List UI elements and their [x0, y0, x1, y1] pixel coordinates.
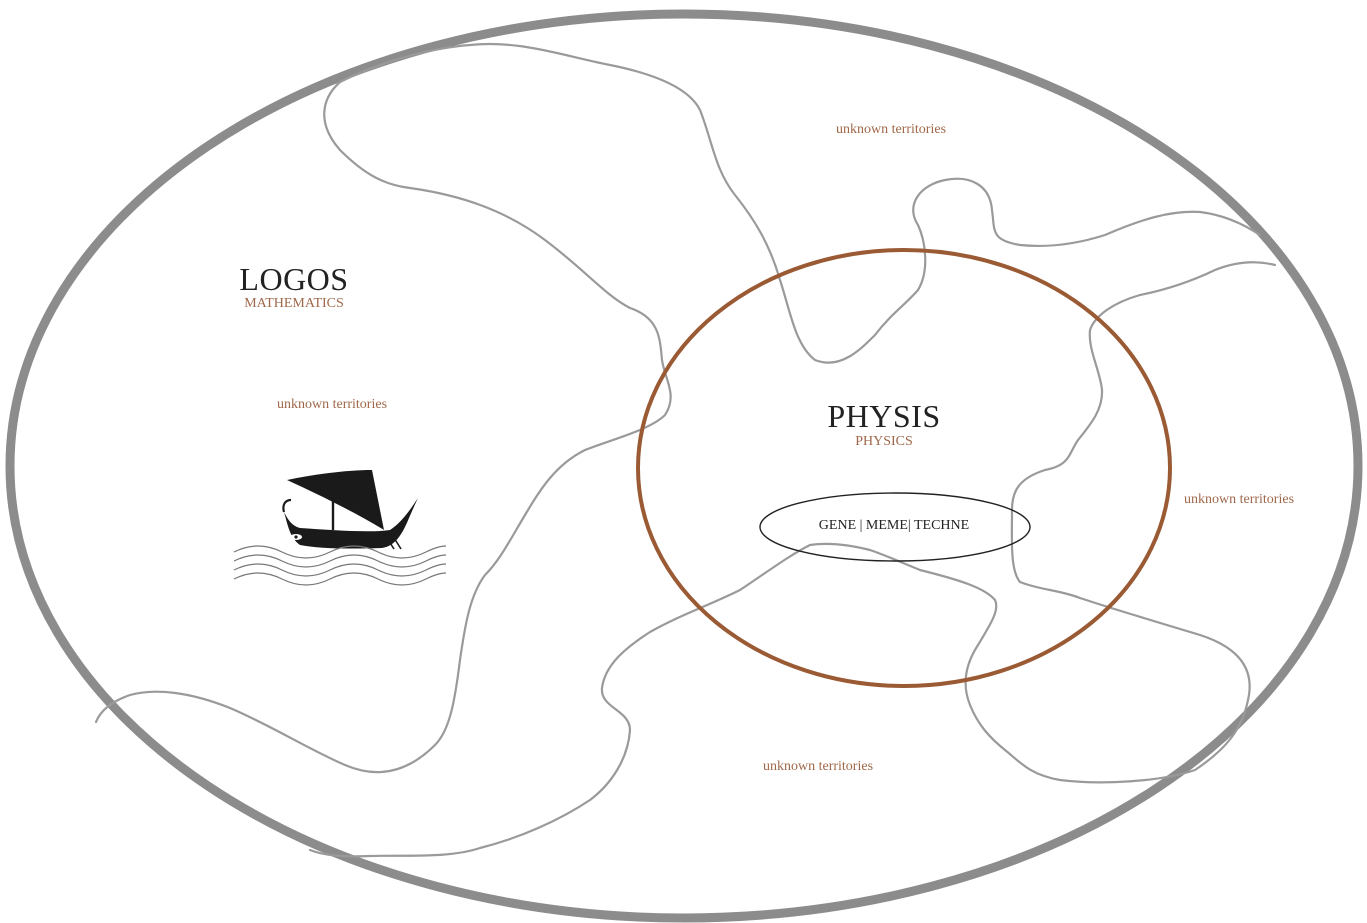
logos-subtitle: MATHEMATICS [244, 297, 344, 311]
center-label: GENE | MEME| TECHNE [819, 519, 969, 533]
ship-sail [287, 470, 384, 530]
waves-icon [234, 546, 446, 585]
territory-label-right: unknown territories [1184, 493, 1294, 507]
boundary-lines [96, 44, 1275, 856]
sailing-ship-icon [283, 470, 418, 549]
physis-title: PHYSIS [827, 400, 940, 432]
territory-label-left: unknown territories [277, 398, 387, 412]
territory-label-bottom: unknown territories [763, 760, 873, 774]
boundary-line-bottom [310, 545, 810, 856]
ship-prow [283, 500, 291, 512]
territory-label-top: unknown territories [836, 123, 946, 137]
ship-eye-pupil [294, 535, 297, 538]
logos-title: LOGOS [239, 263, 348, 295]
outer-ellipse [10, 14, 1358, 918]
boundary-line-top-left [96, 82, 671, 772]
physis-circle [638, 250, 1170, 686]
physis-subtitle: PHYSICS [855, 435, 913, 449]
